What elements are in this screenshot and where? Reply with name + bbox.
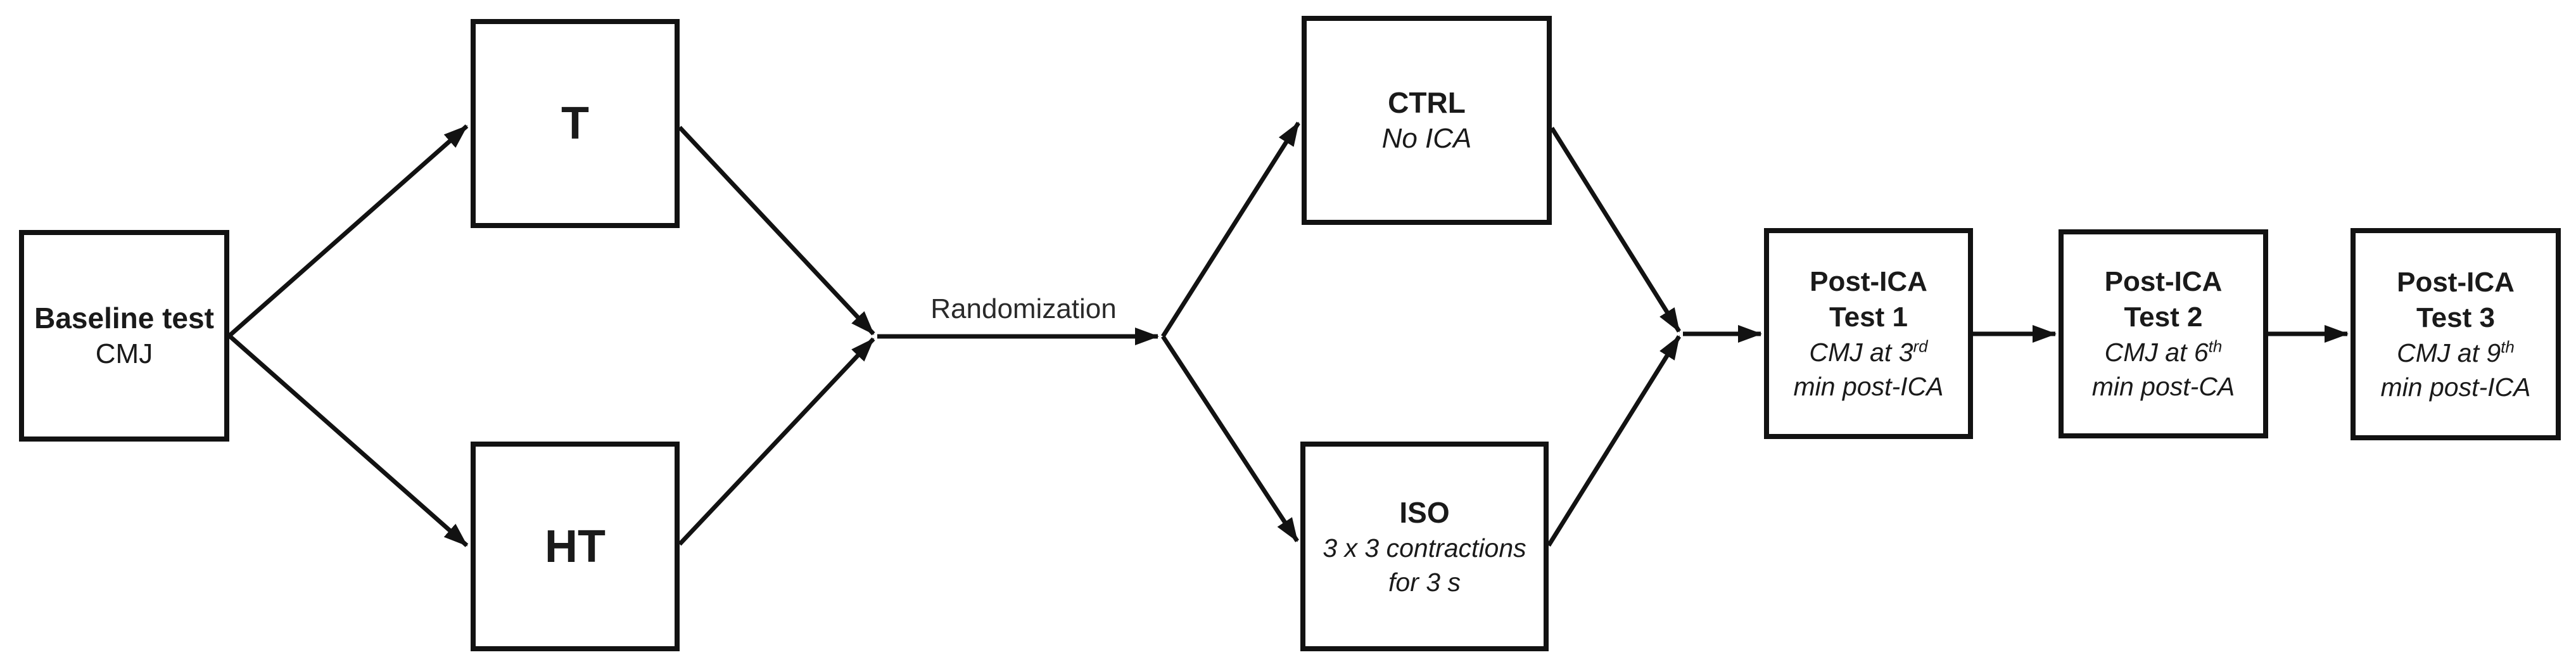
node-baseline-test: Baseline test CMJ [19,230,229,442]
ctrl-title: CTRL [1388,86,1466,119]
node-t: T [471,19,680,228]
node-post-ica-test-2: Post-ICA Test 2 CMJ at 6th min post-CA [2059,229,2268,438]
iso-detail-line1: 3 x 3 contractions [1323,533,1526,563]
arrow-randomization-to-ctrl [1161,122,1300,338]
arrow-baseline-to-ht [227,334,469,547]
post3-title-line1: Post-ICA [2397,266,2515,298]
arrow-ctrl-to-posttest [1550,127,1681,333]
baseline-title: Baseline test [34,302,214,334]
post1-detail-line2: min post-ICA [1793,371,1944,401]
post3-ordinal-sup: th [2501,336,2515,356]
ht-label: HT [545,521,606,572]
post2-ordinal-sup: th [2208,336,2223,356]
post3-title-line2: Test 3 [2416,302,2495,333]
node-ht: HT [471,442,680,651]
post3-detail-line1: CMJ at 9th [2397,336,2515,367]
post3-detail-line2: min post-ICA [2380,372,2531,402]
arrow-randomization-to-iso [1161,335,1299,542]
post2-title-line1: Post-ICA [2104,266,2223,297]
arrow-iso-to-posttest [1547,335,1681,547]
post1-ordinal-sup: rd [1913,336,1928,355]
post1-detail-line1: CMJ at 3rd [1809,336,1928,367]
randomization-label: Randomization [930,293,1117,324]
post1-title-line1: Post-ICA [1810,265,1927,297]
ctrl-subtitle: No ICA [1381,123,1472,154]
node-post-ica-test-1: Post-ICA Test 1 CMJ at 3rd min post-ICA [1764,228,1973,439]
iso-detail-line2: for 3 s [1388,567,1461,597]
node-iso: ISO 3 x 3 contractions for 3 s [1300,442,1549,651]
arrow-ht-to-randomization [678,337,875,546]
post2-detail-line1: CMJ at 6th [2104,336,2223,367]
node-post-ica-test-3: Post-ICA Test 3 CMJ at 9th min post-ICA [2351,228,2561,440]
baseline-subtitle: CMJ [95,338,153,369]
arrow-t-to-randomization [678,125,875,336]
arrow-baseline-to-t [227,124,469,338]
iso-title: ISO [1399,495,1450,529]
node-ctrl: CTRL No ICA [1302,16,1552,225]
t-label: T [561,98,589,149]
post2-title-line2: Test 2 [2124,302,2203,333]
post2-detail-line2: min post-CA [2091,372,2235,401]
post1-title-line2: Test 1 [1829,301,1908,333]
